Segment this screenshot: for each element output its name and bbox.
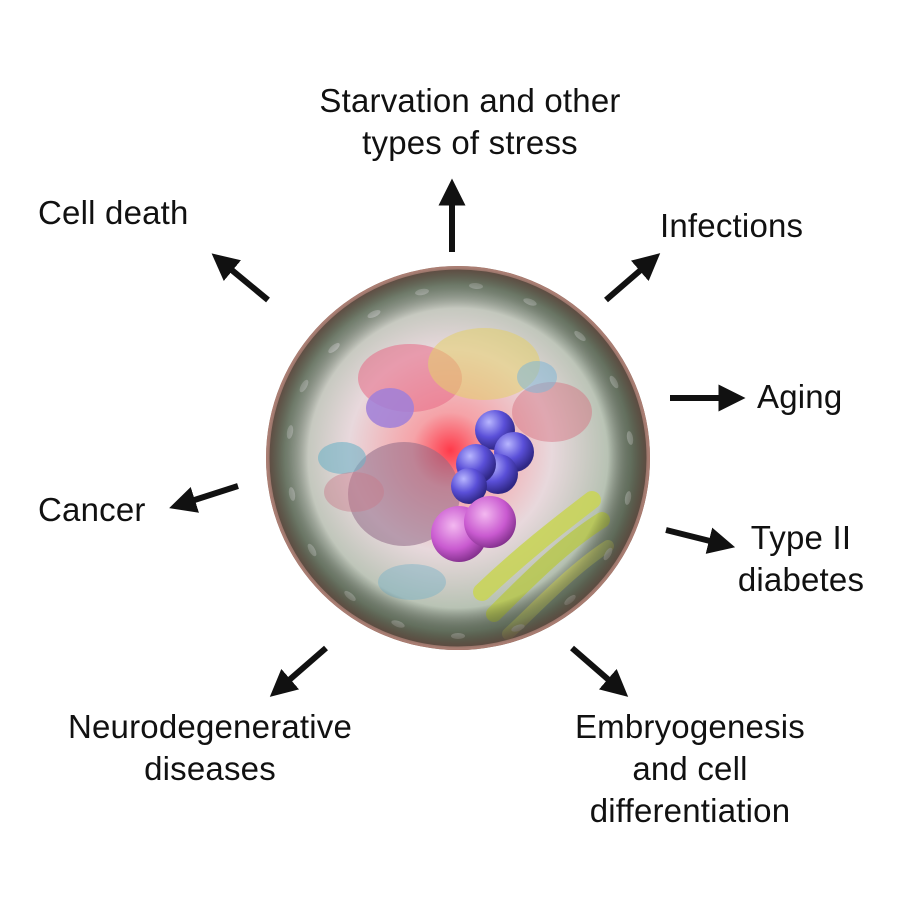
label-embryogenesis: Embryogenesis and cell differentiation	[574, 708, 806, 829]
label-aging: Aging	[757, 378, 843, 415]
label-infections: Infections	[660, 207, 804, 244]
label-neurodegenerative-diseases: Neurodegenerative diseases	[67, 708, 353, 787]
label-cancer: Cancer	[38, 491, 146, 528]
arrow-cancer	[169, 483, 239, 513]
cell-illustration	[262, 262, 654, 654]
arrow-embryogenesis	[570, 645, 629, 697]
arrow-infections	[604, 253, 661, 303]
arrow-type2-diabetes	[665, 527, 736, 554]
label-cell-death: Cell death	[38, 194, 189, 231]
label-type2-diabetes: Type II diabetes	[737, 519, 865, 598]
label-starvation-stress: Starvation and other types of stress	[319, 82, 621, 161]
arrow-cell-death	[211, 253, 270, 303]
arrow-neurodegenerative	[269, 645, 328, 697]
